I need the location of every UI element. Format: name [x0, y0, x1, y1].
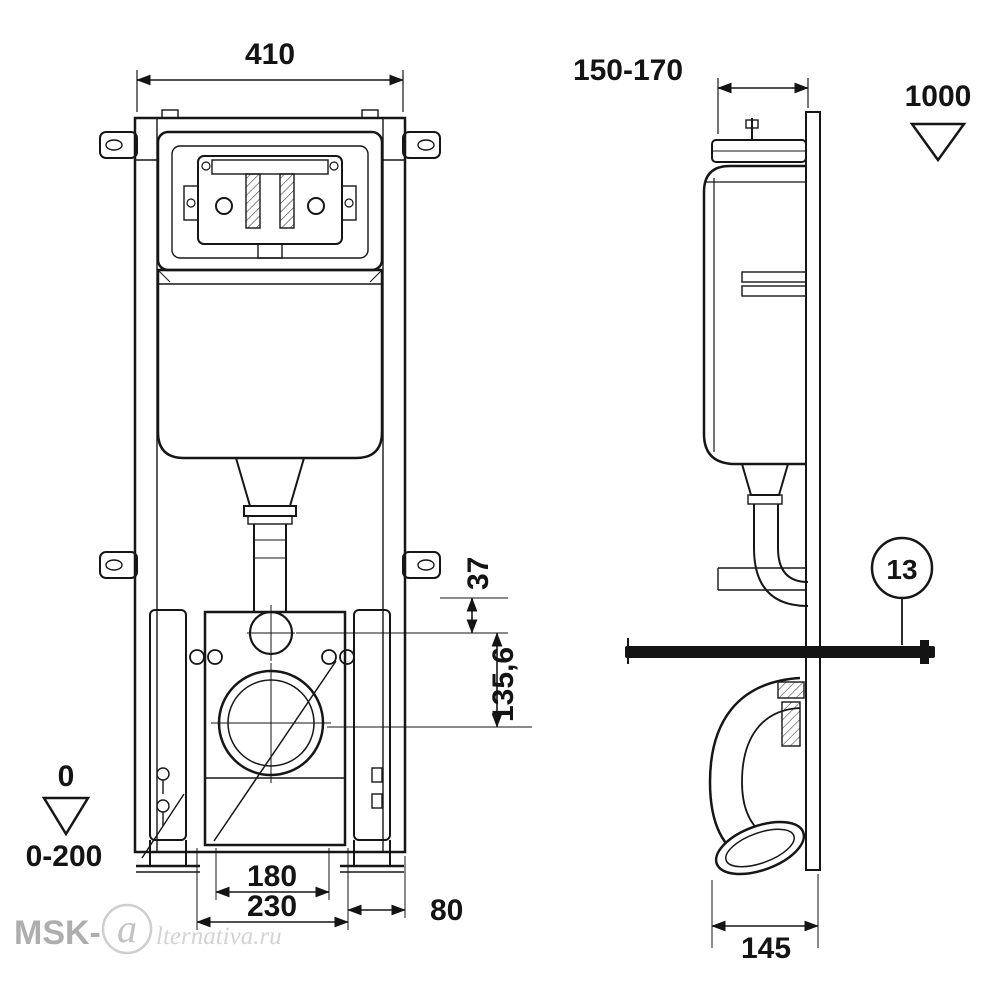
bolt-hole: [339, 649, 355, 665]
dim-offset-37-label: 37: [462, 557, 495, 590]
dim-edge-80-label: 80: [430, 894, 463, 927]
cistern-profile: [702, 164, 807, 466]
dim-bolt-230-label: 230: [247, 890, 297, 923]
watermark: MSK- a lternativa.ru: [14, 903, 282, 955]
bolt-hole: [207, 649, 223, 665]
level-zero-triangle-icon: [41, 796, 91, 837]
dim-depth-range: [717, 78, 809, 134]
bolt-hole: [189, 649, 205, 665]
level-range-label: 0-200: [26, 840, 103, 873]
wall-rail: [805, 111, 821, 871]
dim-bolt-180: [215, 848, 330, 900]
dim-base-145-label: 145: [741, 932, 791, 965]
side-view: 150-170: [573, 54, 971, 965]
level-zero-label: 0: [58, 760, 75, 793]
callout-13: [870, 536, 934, 645]
mounting-rod: [625, 638, 935, 664]
dim-offset-135: [327, 632, 532, 728]
dim-bolt-180-label: 180: [247, 860, 297, 893]
dim-offset-135-label: 135,6: [487, 647, 520, 722]
bolt-hole: [321, 649, 337, 665]
dim-edge-80: [347, 856, 406, 918]
callout-13-label: 13: [886, 554, 917, 585]
dim-bolt-230: [196, 848, 349, 930]
dim-offset-37: [296, 597, 508, 634]
drain-elbow: [708, 676, 806, 876]
top-wall-bracket-right: [402, 131, 441, 159]
lower-rail-left: [149, 609, 187, 841]
dim-depth-range-label: 150-170: [573, 54, 683, 87]
watermark-logo-letter: a: [117, 906, 137, 951]
dim-width-410: [136, 70, 404, 112]
top-bracket-side: [711, 118, 807, 163]
foot-left: [136, 793, 200, 873]
level-height-label: 1000: [905, 80, 972, 113]
cistern-body: [156, 268, 384, 460]
dim-base-145: [711, 874, 819, 948]
cistern-access-panel: [156, 130, 384, 272]
dim-width-410-label: 410: [245, 38, 295, 71]
watermark-logo-circle-icon: [101, 903, 153, 955]
front-view: 410: [26, 38, 532, 930]
level-height-triangle-icon: [909, 122, 967, 163]
mid-wall-bracket-right: [402, 551, 441, 579]
mounting-plate: [189, 605, 355, 847]
top-wall-bracket-left: [99, 131, 138, 159]
flush-pipe-side: [717, 463, 809, 607]
lower-rail-right: [353, 609, 391, 841]
watermark-domain: lternativa.ru: [156, 923, 282, 950]
mid-wall-bracket-left: [99, 551, 138, 579]
foot-right: [340, 840, 404, 873]
frame-outline: [133, 109, 407, 854]
watermark-brand: MSK-: [14, 914, 101, 952]
flush-pipe: [234, 457, 306, 612]
